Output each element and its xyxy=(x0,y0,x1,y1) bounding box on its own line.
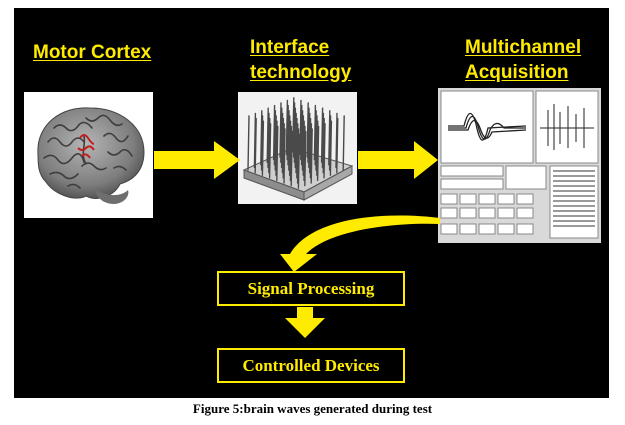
electrode-needle xyxy=(279,102,282,158)
electrode-needle xyxy=(314,110,317,166)
electrode-needle xyxy=(288,115,291,171)
electrode-needle xyxy=(293,107,297,163)
diagram-canvas: Motor Cortex Interface technology Multic… xyxy=(14,8,609,398)
electrode-needle xyxy=(302,120,305,176)
electrode-needle xyxy=(260,115,264,171)
electrode-needle xyxy=(288,120,292,176)
electrode-needle xyxy=(316,125,320,182)
electrode-needle xyxy=(253,112,257,169)
electrode-needle xyxy=(261,120,265,176)
signal-processing-box: Signal Processing xyxy=(217,271,405,306)
electrode-needle xyxy=(304,130,307,187)
electrode-needle xyxy=(290,130,293,187)
electrode-needle xyxy=(280,112,284,169)
interface-title-line2: technology xyxy=(250,62,352,83)
electrode-needle xyxy=(283,128,286,184)
electrode-needle xyxy=(267,112,270,169)
electrode-needle xyxy=(306,102,309,158)
electrode-needle xyxy=(308,117,312,174)
electrode-needle xyxy=(272,104,276,161)
electrode-needle xyxy=(287,110,290,166)
electrode-needle xyxy=(282,123,285,179)
electrode-needle xyxy=(313,104,317,161)
electrode-needle xyxy=(247,115,250,171)
arrow-acquisition-to-processing xyxy=(280,215,440,272)
electrode-needle xyxy=(303,125,306,182)
electrode-needle xyxy=(316,120,319,176)
arrow-interface-to-acquisition xyxy=(358,141,438,179)
electrode-needle xyxy=(296,123,299,179)
acquisition-title-line1: Multichannel xyxy=(465,37,582,58)
electrode-needle xyxy=(299,99,302,156)
electrode-needle xyxy=(289,125,293,182)
electrode-needle xyxy=(329,120,333,176)
electrode-needle xyxy=(322,117,325,174)
arrow-cortex-to-interface xyxy=(154,141,240,179)
acquisition-screenshot xyxy=(438,88,601,243)
electrode-needle xyxy=(300,104,303,161)
electrode-needle xyxy=(268,117,271,174)
electrode-needle xyxy=(342,115,345,171)
electrode-needle xyxy=(335,112,338,169)
electrode-needle xyxy=(260,110,263,166)
brain-image xyxy=(24,92,153,218)
flow-arrows xyxy=(154,141,440,338)
electrode-needle xyxy=(301,115,305,171)
acquisition-title-line2: Acquisition xyxy=(465,62,569,83)
electrode-needle xyxy=(276,125,279,182)
electrode-needle xyxy=(320,107,324,163)
electrode-needle xyxy=(266,107,269,163)
electrode-needle xyxy=(292,97,295,153)
electrode-needle xyxy=(254,117,257,174)
electrode-needle xyxy=(268,123,272,179)
electrode-needle xyxy=(308,112,311,169)
electrode-needle xyxy=(328,115,332,171)
electrode-array-image xyxy=(238,92,357,204)
electrode-needle xyxy=(307,107,310,163)
interface-title-line1: Interface xyxy=(250,37,330,58)
electrode-needle xyxy=(274,115,277,171)
electrode-needle xyxy=(323,123,326,179)
electrode-needle xyxy=(294,112,297,169)
electrode-needle xyxy=(328,110,331,166)
electrode-needle xyxy=(280,107,283,163)
electrode-needle xyxy=(296,128,300,184)
electrode-needle xyxy=(310,128,313,184)
electrode-needle xyxy=(309,123,313,179)
electrode-needle xyxy=(336,117,339,174)
motor-cortex-title: Motor Cortex xyxy=(33,42,152,63)
arrow-processing-to-devices xyxy=(285,307,325,338)
controlled-devices-box: Controlled Devices xyxy=(217,348,405,383)
electrode-needle xyxy=(285,99,289,156)
electrode-needle xyxy=(300,110,304,166)
electrode-needle xyxy=(281,117,285,174)
electrode-needle xyxy=(286,104,289,161)
electrode-needle xyxy=(315,115,318,171)
electrode-needle xyxy=(292,102,296,158)
figure-caption: Figure 5:brain waves generated during te… xyxy=(192,401,433,416)
electrode-needle xyxy=(295,117,298,174)
electrode-needle xyxy=(321,112,325,169)
electrode-needle xyxy=(275,120,278,176)
electrode-needle xyxy=(273,110,277,166)
electrode-needle xyxy=(297,133,301,189)
